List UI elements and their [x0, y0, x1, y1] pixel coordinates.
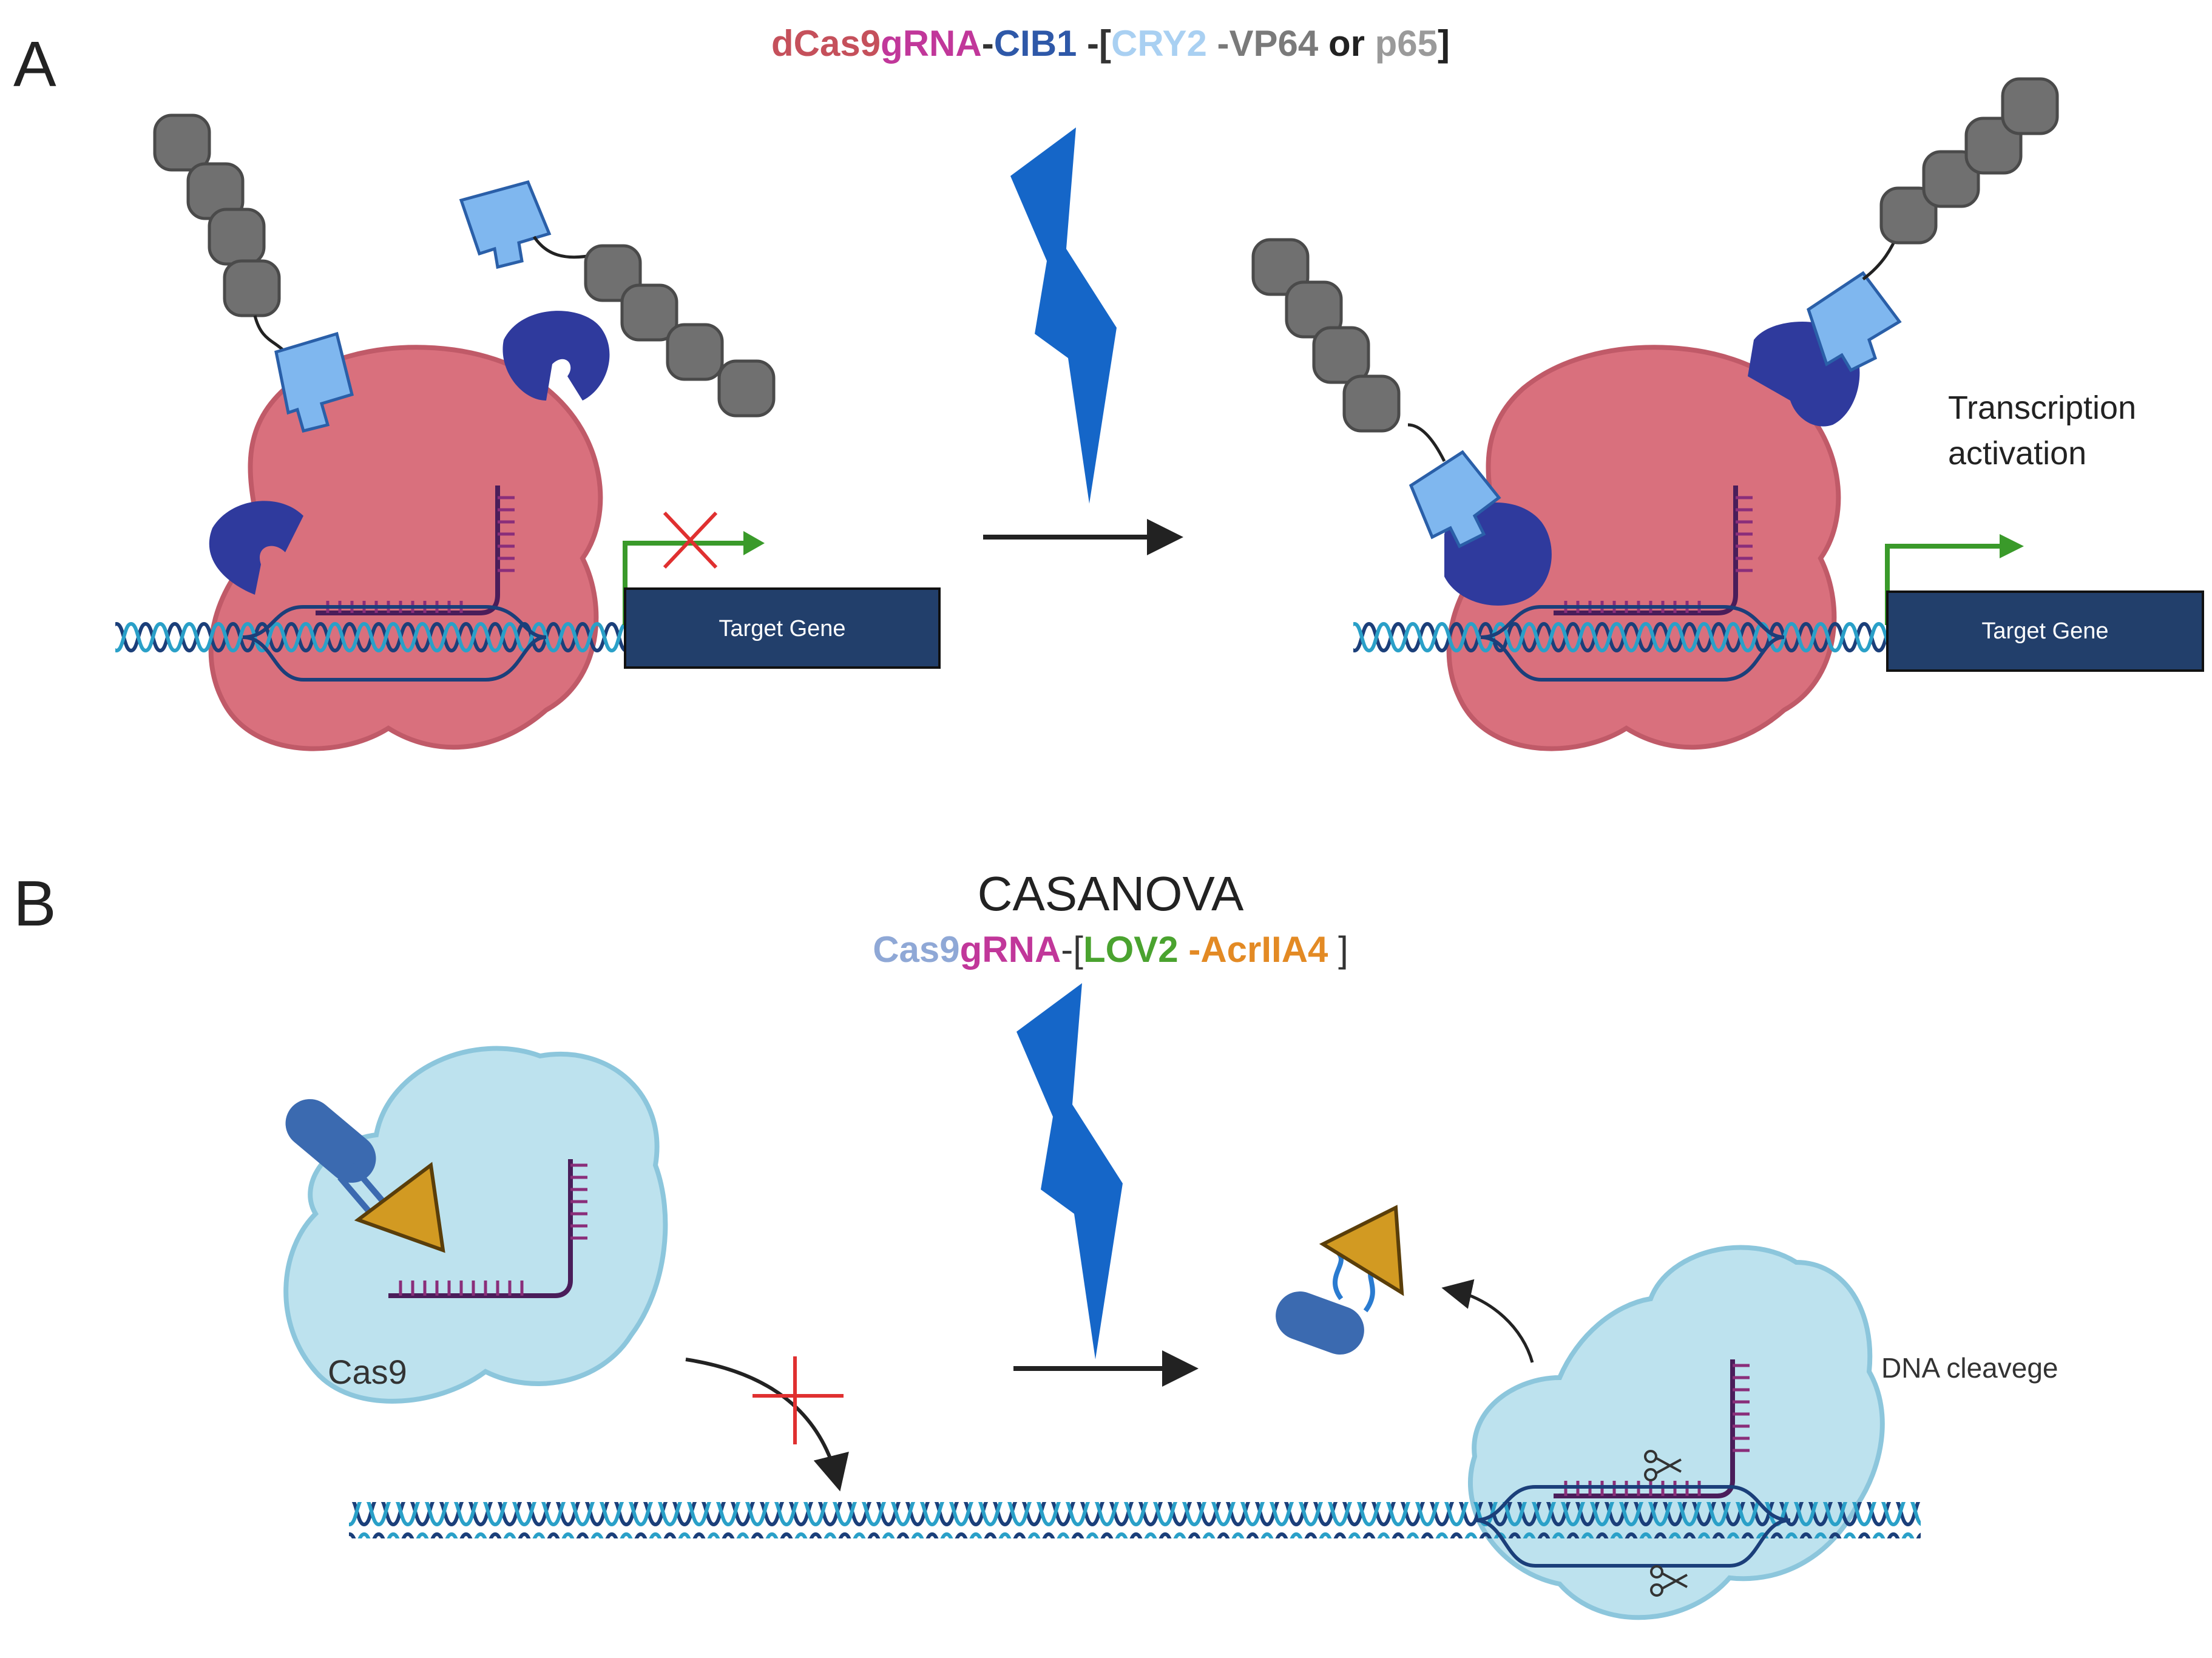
dna-helix-left-a [115, 619, 625, 655]
reaction-arrowhead-a [1147, 519, 1183, 555]
dna-bubble-left [242, 605, 547, 682]
panel-a-construct: dCas9gRNA-CIB1 -[CRY2 -VP64 or p65] [771, 23, 1450, 64]
cry2-left-2 [459, 180, 552, 269]
vp64-chain-right-top [1879, 77, 2059, 245]
construct-b-dash: - [1179, 929, 1201, 970]
cib1-domain-left-bottom [209, 501, 303, 595]
grna-inhibited [388, 1159, 573, 1298]
cas9-protein-active [1468, 1245, 1885, 1620]
acriia4-released [1319, 1205, 1404, 1296]
construct-b-grna: gRNA [960, 929, 1061, 970]
block-x-left [663, 511, 718, 569]
construct-b-lov2: LOV2 [1083, 929, 1179, 970]
construct-cry2: CRY2 [1111, 23, 1207, 64]
linker-right-bottom [1407, 423, 1446, 462]
vp64-chain-right-bottom [1251, 238, 1401, 433]
dna-bubble-right [1480, 605, 1785, 682]
construct-grna: gRNA [881, 23, 982, 64]
construct-dcas9: dCas9 [771, 23, 881, 64]
grna-active [1554, 1359, 1735, 1498]
target-gene-box-left [624, 587, 941, 669]
acriia4-bound [354, 1162, 445, 1253]
construct-b-bracket-close: ] [1328, 929, 1348, 970]
scissors-icon-top [1644, 1450, 1682, 1481]
light-bolt-icon-b [1016, 983, 1123, 1359]
cry2-right-bottom [1409, 450, 1501, 549]
blocked-binding-arrow [685, 1358, 849, 1492]
grna-teeth-inhibited [399, 1163, 587, 1296]
construct-bracket-open: -[ [1077, 23, 1111, 64]
outcome-label-line2: activation [1948, 435, 2086, 472]
reaction-arrowhead-b [1162, 1350, 1199, 1387]
construct-or: or [1318, 23, 1375, 64]
construct-b-cas9: Cas9 [873, 929, 959, 970]
target-gene-box-right [1886, 590, 2204, 672]
construct-p65: p65 [1375, 23, 1438, 64]
dna-cleavage-label: DNA cleavege [1881, 1352, 2058, 1384]
release-arrow [1441, 1279, 1534, 1363]
block-cross-b [753, 1356, 844, 1444]
dcas9-protein-left [208, 345, 603, 751]
target-gene-label-right: Target Gene [1981, 618, 2108, 644]
cry2-left-1 [274, 331, 354, 433]
panel-b-letter: B [13, 868, 56, 939]
construct-vp64: VP64 [1229, 23, 1319, 64]
scissors-icon-bottom [1650, 1565, 1688, 1597]
target-gene-label-left: Target Gene [719, 616, 845, 641]
construct-cib1: CIB1 [994, 23, 1077, 64]
light-bolt-icon [1010, 127, 1117, 504]
promoter-arrowhead-left [743, 531, 765, 555]
panel-b-construct: Cas9gRNA-[LOV2 -AcrIIA4 ] [873, 929, 1348, 970]
cas9-label: Cas9 [328, 1353, 407, 1391]
panel-b-title: CASANOVA [978, 867, 1244, 921]
dna-helix-b [349, 1502, 1921, 1538]
cry2-right-top [1807, 271, 1902, 373]
dna-helix-right-a [1353, 619, 1887, 655]
dna-bubble-active [1474, 1485, 1791, 1568]
panel-a-letter: A [13, 29, 56, 100]
linker-left-2 [532, 235, 595, 259]
linker-left-1 [253, 315, 286, 353]
construct-dash-2: - [1207, 23, 1229, 64]
construct-bracket-close: ] [1438, 23, 1450, 64]
vp64-chain-left-1 [153, 113, 281, 317]
promoter-arrowhead-right [2000, 534, 2024, 558]
cib1-domain-left-top [502, 311, 610, 401]
vp64-chain-left-2 [584, 244, 776, 418]
construct-dash: - [982, 23, 994, 64]
construct-b-bracket-open: -[ [1061, 929, 1083, 970]
construct-b-acriia4: AcrIIA4 [1200, 929, 1328, 970]
outcome-label-line1: Transcription [1948, 390, 2136, 426]
cas9-protein-inhibited [283, 1046, 668, 1404]
